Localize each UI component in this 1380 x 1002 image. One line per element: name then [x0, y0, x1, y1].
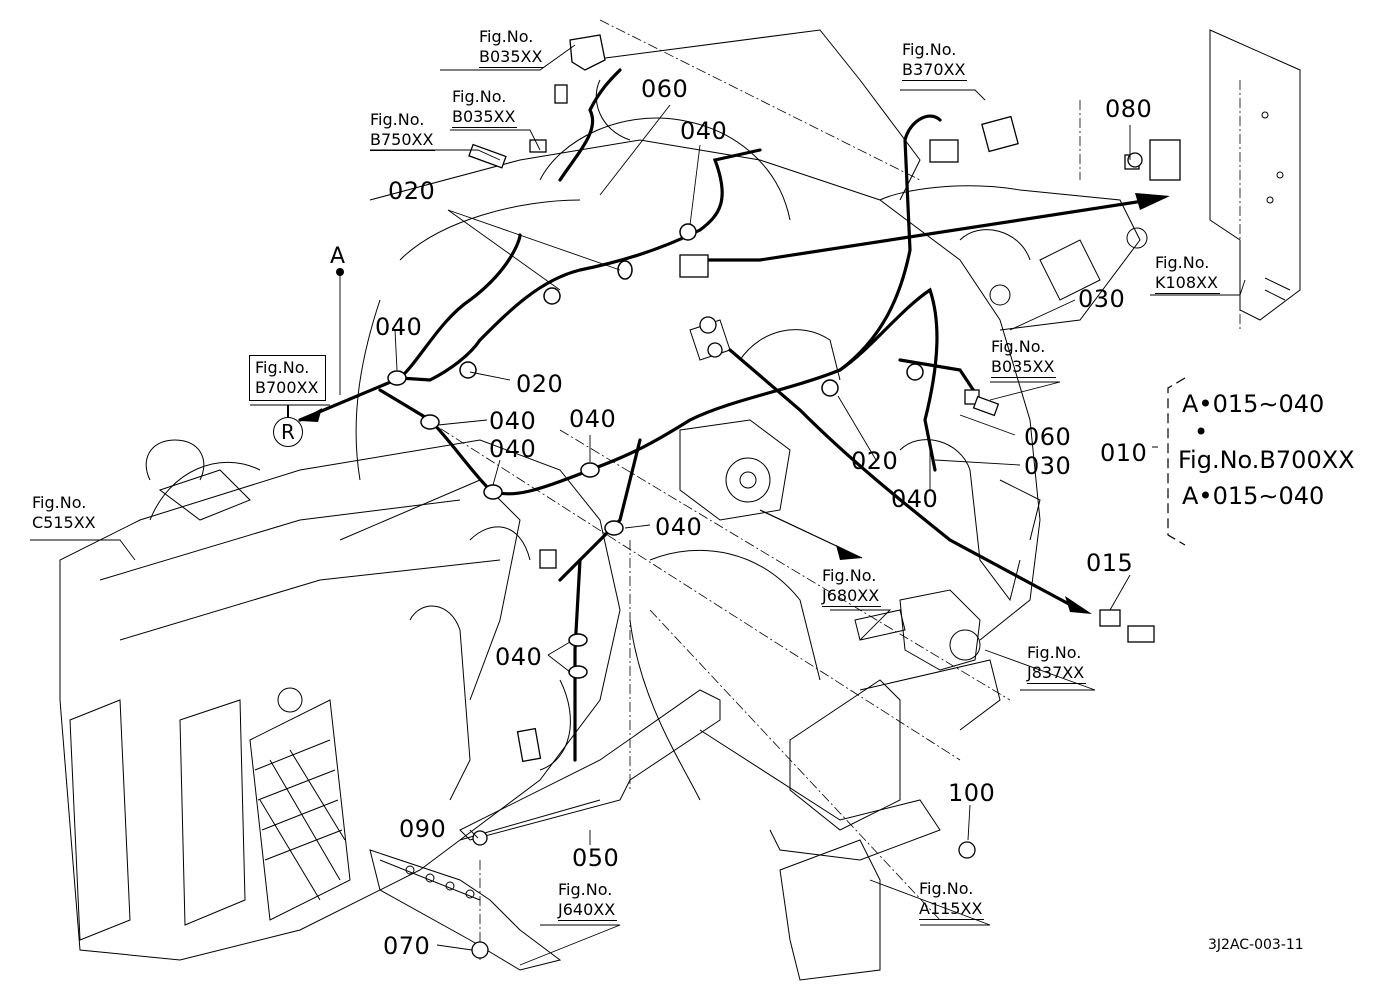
fig-ref-code: A115XX	[919, 899, 985, 920]
fig-ref-b035-top[interactable]: Fig.No. B035XX	[479, 27, 545, 68]
part-callout-040[interactable]: 040	[655, 513, 703, 541]
part-callout-040[interactable]: 040	[495, 643, 543, 671]
leader-lines	[30, 44, 1246, 966]
fig-ref-code: B035XX	[452, 107, 518, 128]
part-callout-040[interactable]: 040	[375, 313, 423, 341]
fig-ref-code: J640XX	[558, 900, 618, 921]
fig-ref-b750[interactable]: Fig.No. B750XX	[370, 110, 436, 151]
legend-line: •	[1194, 418, 1209, 446]
machine-outline	[59, 29, 1301, 981]
part-callout-080[interactable]: 080	[1105, 95, 1153, 123]
part-callout-090[interactable]: 090	[399, 815, 447, 843]
view-marker-a: A	[330, 244, 346, 269]
part-callout-040[interactable]: 040	[489, 407, 537, 435]
fig-ref-code: K108XX	[1155, 273, 1220, 294]
direction-arrows	[300, 193, 1170, 614]
part-callout-020[interactable]: 020	[388, 177, 436, 205]
marker-connector	[287, 405, 289, 418]
harness-clamps	[387, 223, 924, 679]
fig-ref-j640[interactable]: Fig.No. J640XX	[558, 880, 618, 921]
reference-lines	[379, 19, 1241, 960]
fig-ref-k108[interactable]: Fig.No. K108XX	[1155, 253, 1220, 294]
fig-ref-j837[interactable]: Fig.No. J837XX	[1027, 643, 1087, 684]
fig-ref-prefix: Fig.No.	[558, 880, 613, 899]
part-callout-020[interactable]: 020	[851, 447, 899, 475]
fig-ref-prefix: Fig.No.	[1027, 643, 1082, 662]
part-callout-040[interactable]: 040	[680, 117, 728, 145]
fig-ref-prefix: Fig.No.	[479, 27, 534, 46]
legend-line: Fig.No.B700XX	[1178, 446, 1355, 474]
legend-block: A•015∼040 • Fig.No.B700XX A•015∼040	[1178, 386, 1355, 514]
fig-ref-prefix: Fig.No.	[919, 879, 974, 898]
fig-ref-prefix: Fig.No.	[32, 493, 87, 512]
part-callout-030[interactable]: 030	[1024, 452, 1072, 480]
fig-ref-a115[interactable]: Fig.No. A115XX	[919, 879, 985, 920]
fig-ref-code: C515XX	[32, 513, 96, 532]
fig-ref-code: B370XX	[902, 60, 968, 81]
fig-ref-code: J680XX	[822, 586, 882, 607]
legend-line: A•015∼040	[1182, 482, 1325, 510]
connectors	[468, 34, 1181, 959]
fig-ref-prefix: Fig.No.	[255, 358, 310, 377]
fig-ref-b035-right[interactable]: Fig.No. B035XX	[991, 337, 1057, 378]
drawing-id: 3J2AC-003-11	[1208, 937, 1304, 953]
fig-ref-b370[interactable]: Fig.No. B370XX	[902, 40, 968, 81]
fig-ref-j680[interactable]: Fig.No. J680XX	[822, 566, 882, 607]
legend-part-010[interactable]: 010	[1100, 439, 1148, 467]
fig-ref-prefix: Fig.No.	[1155, 253, 1210, 272]
part-callout-030[interactable]: 030	[1078, 285, 1126, 313]
fig-ref-code: B035XX	[991, 357, 1057, 378]
fig-ref-prefix: Fig.No.	[370, 110, 425, 129]
part-callout-060[interactable]: 060	[641, 75, 689, 103]
fig-ref-code: B700XX	[255, 378, 319, 397]
legend-bracket	[1167, 377, 1186, 546]
view-a-dot	[336, 268, 344, 276]
fig-ref-b035-mid[interactable]: Fig.No. B035XX	[452, 87, 518, 128]
fig-ref-code: J837XX	[1027, 663, 1087, 684]
part-callout-070[interactable]: 070	[383, 932, 431, 960]
part-callout-040[interactable]: 040	[489, 435, 537, 463]
fig-ref-code: B750XX	[370, 130, 436, 151]
part-callout-050[interactable]: 050	[572, 844, 620, 872]
fig-ref-c515[interactable]: Fig.No. C515XX	[32, 493, 98, 533]
part-callout-015[interactable]: 015	[1086, 549, 1134, 577]
fig-ref-prefix: Fig.No.	[452, 87, 507, 106]
fig-ref-prefix: Fig.No.	[991, 337, 1046, 356]
fig-ref-prefix: Fig.No.	[822, 566, 877, 585]
callout-arrow-lines	[759, 509, 863, 559]
part-callout-020[interactable]: 020	[516, 370, 564, 398]
part-callout-100[interactable]: 100	[948, 779, 996, 807]
fig-ref-code: B035XX	[479, 47, 545, 68]
part-callout-040[interactable]: 040	[569, 405, 617, 433]
fig-ref-b700[interactable]: Fig.No. B700XX	[249, 355, 327, 401]
reference-marker-r: R	[273, 417, 303, 447]
part-callout-060[interactable]: 060	[1024, 423, 1072, 451]
part-callout-040[interactable]: 040	[891, 485, 939, 513]
legend-line: A•015∼040	[1182, 390, 1325, 418]
fig-ref-prefix: Fig.No.	[902, 40, 957, 59]
